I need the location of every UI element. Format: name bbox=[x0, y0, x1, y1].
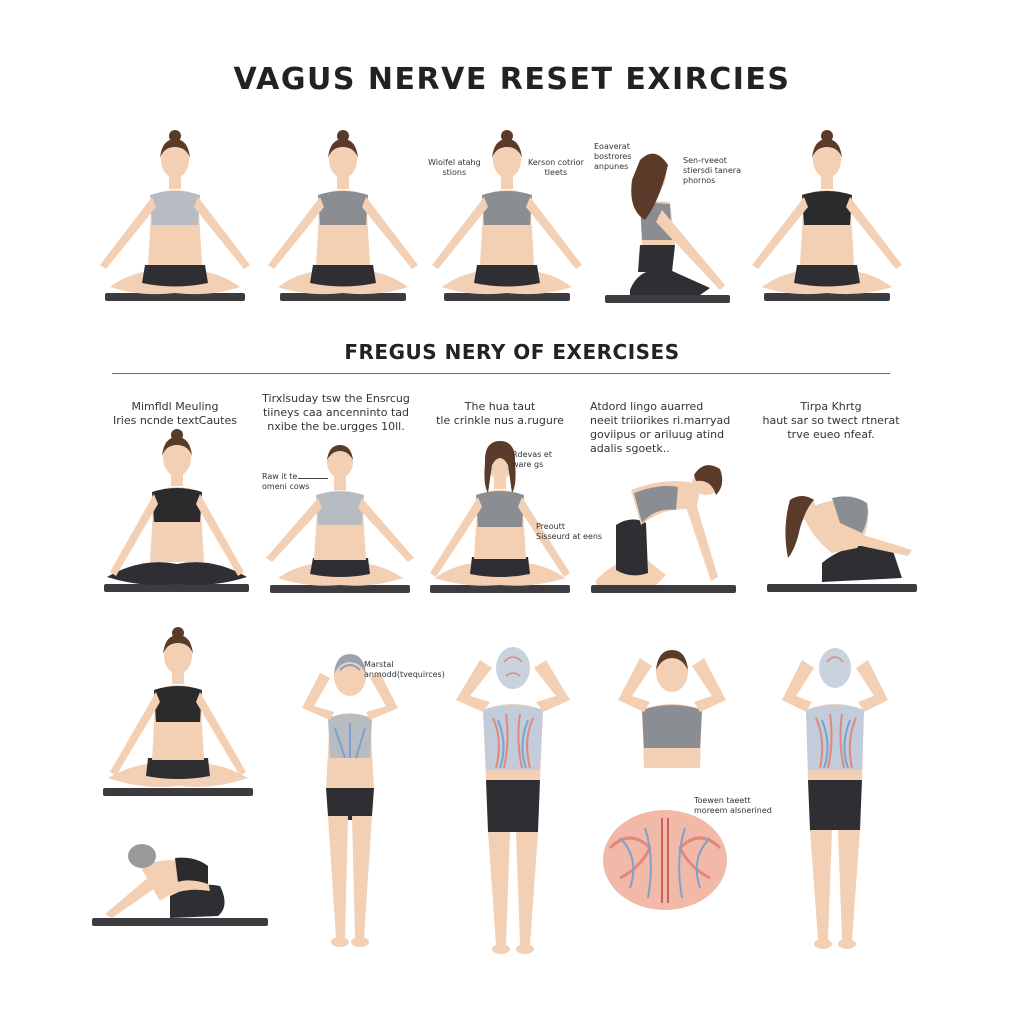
annotation-r2-down: Preoutt Sisseurd at eens bbox=[536, 522, 603, 541]
annotation-r2-arrow: Raw it te omeni cows bbox=[262, 472, 310, 491]
section-subtitle: FREGUS NERY OF EXERCISES bbox=[344, 340, 680, 364]
page-title: VAGUS NERVE RESET EXIRCIES bbox=[233, 62, 791, 97]
section-divider bbox=[112, 373, 890, 374]
figure-kneel-forward-bend bbox=[586, 445, 746, 600]
figure-head-hold-upper bbox=[612, 640, 732, 770]
annotation-r1-right: Kerson cotrior tleets bbox=[528, 158, 584, 177]
figure-seated-light bbox=[258, 440, 423, 600]
figure-brain-organ bbox=[600, 808, 730, 918]
figure-child-pose bbox=[90, 836, 270, 931]
annotation-r1-left: Wioifel atahg stions bbox=[428, 158, 481, 177]
figure-standing-nerve-2 bbox=[780, 640, 890, 955]
caption-4: Atdord lingo auarred neeit triiorikes ri… bbox=[590, 400, 731, 455]
caption-3: The hua taut tle crinkle nus a.rugure bbox=[436, 400, 564, 427]
figure-seated-3 bbox=[422, 125, 592, 310]
annotation-r3-head: Marstal anmodd(tvequirces) bbox=[364, 660, 445, 679]
figure-seated-mid bbox=[420, 435, 580, 600]
figure-kneeling-side bbox=[600, 140, 740, 310]
figure-standing-nerve-1 bbox=[448, 640, 578, 960]
figure-seated-1 bbox=[90, 125, 260, 310]
caption-1: Mimfldl Meuling Iries ncnde textCautes bbox=[113, 400, 237, 427]
figure-backbend bbox=[762, 478, 922, 598]
caption-5: Tirpa Khrtg haut sar so twect rtnerat tr… bbox=[762, 400, 900, 441]
caption-2: Tirxlsuday tsw the Ensrcug tiineys caa a… bbox=[262, 392, 410, 433]
figure-seated-row3 bbox=[98, 627, 258, 800]
figure-seated-5 bbox=[742, 125, 912, 310]
figure-standing-head-hold bbox=[290, 648, 410, 953]
annotation-r3-organ: Toewen taeett moreem alsnerined bbox=[694, 796, 772, 815]
annotation-r1-side-b: Sen-rveeot stiersdi tanera phornos bbox=[683, 156, 741, 185]
figure-seated-2 bbox=[258, 125, 428, 310]
annotation-r1-side-a: Eoaverat bostrores anpunes bbox=[594, 142, 632, 171]
annotation-r2-up: Rdevas et ware gs bbox=[512, 450, 552, 469]
figure-seated-dark bbox=[92, 429, 262, 602]
annotation-leader-r2 bbox=[298, 478, 328, 479]
